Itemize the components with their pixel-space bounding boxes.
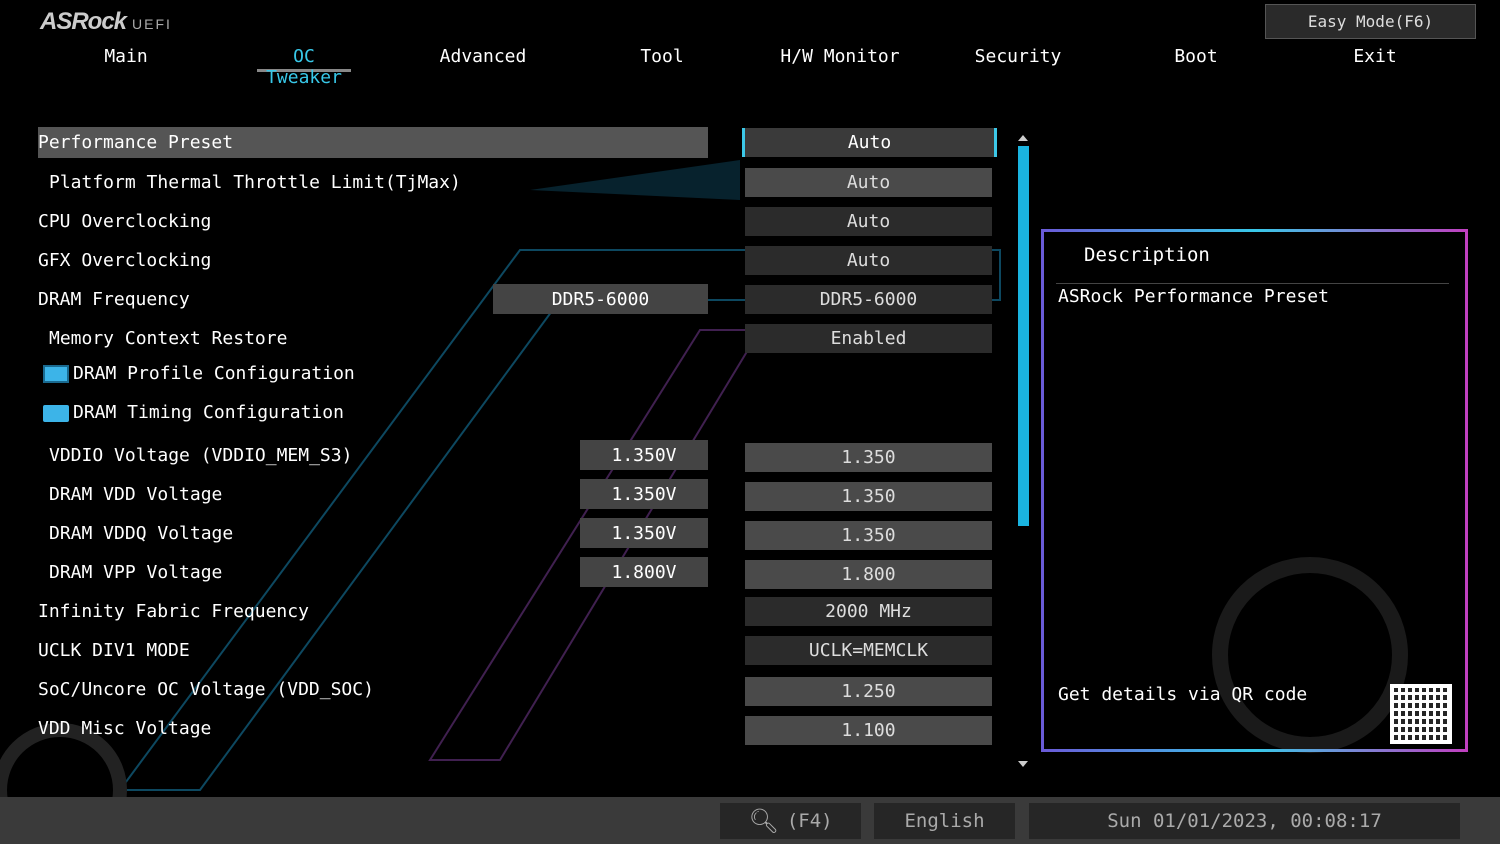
tab-oc-tweaker[interactable]: OC Tweaker: [257, 46, 351, 88]
memory-context-restore-value[interactable]: Enabled: [745, 324, 992, 353]
scroll-up-arrow[interactable]: [1018, 135, 1028, 141]
dram-vdd-current: 1.350V: [580, 479, 708, 509]
scroll-down-arrow[interactable]: [1018, 761, 1028, 767]
language-button[interactable]: English: [874, 803, 1015, 839]
setting-dram-frequency[interactable]: DRAM Frequency: [38, 289, 190, 310]
tjmax-value[interactable]: Auto: [745, 168, 992, 197]
setting-soc-voltage[interactable]: SoC/Uncore OC Voltage (VDD_SOC): [38, 679, 374, 700]
scrollbar-thumb[interactable]: [1018, 146, 1029, 526]
easy-mode-button[interactable]: Easy Mode(F6): [1265, 4, 1476, 39]
qr-hint: Get details via QR code: [1058, 684, 1308, 705]
tab-tool[interactable]: Tool: [640, 46, 684, 67]
infinity-fabric-value[interactable]: 2000 MHz: [745, 597, 992, 626]
description-panel: Description ASRock Performance Preset Ge…: [1041, 229, 1468, 752]
vdd-misc-value[interactable]: 1.100: [745, 716, 992, 745]
search-icon: 🔍︎: [748, 807, 779, 835]
submenu-dram-timing[interactable]: DRAM Timing Configuration: [38, 397, 708, 428]
soc-voltage-value[interactable]: 1.250: [745, 677, 992, 706]
tab-main[interactable]: Main: [104, 46, 148, 67]
dram-timing-label: DRAM Timing Configuration: [73, 402, 344, 423]
setting-uclk-div1-mode[interactable]: UCLK DIV1 MODE: [38, 640, 190, 661]
dram-frequency-value[interactable]: DDR5-6000: [745, 285, 992, 314]
tab-boot[interactable]: Boot: [1174, 46, 1218, 67]
uclk-div1-value[interactable]: UCLK=MEMCLK: [745, 636, 992, 665]
vddio-value[interactable]: 1.350: [745, 443, 992, 472]
dram-profile-label: DRAM Profile Configuration: [73, 363, 355, 384]
dram-vddq-value[interactable]: 1.350: [745, 521, 992, 550]
vddio-current: 1.350V: [580, 440, 708, 470]
dram-frequency-current: DDR5-6000: [493, 284, 708, 314]
datetime-display: Sun 01/01/2023, 00:08:17: [1029, 803, 1460, 839]
memory-module-icon: [43, 365, 69, 383]
performance-preset-value[interactable]: Auto: [742, 128, 997, 157]
search-button[interactable]: 🔍︎ (F4): [720, 803, 861, 839]
tab-exit[interactable]: Exit: [1353, 46, 1397, 67]
submenu-dram-profile[interactable]: DRAM Profile Configuration: [38, 358, 708, 389]
dram-vpp-current: 1.800V: [580, 557, 708, 587]
search-shortcut: (F4): [786, 810, 833, 832]
scrollbar[interactable]: [1017, 135, 1029, 767]
setting-memory-context-restore[interactable]: Memory Context Restore: [49, 328, 288, 349]
setting-dram-vddq-voltage[interactable]: DRAM VDDQ Voltage: [49, 523, 234, 544]
tab-advanced[interactable]: Advanced: [439, 46, 527, 67]
setting-dram-vdd-voltage[interactable]: DRAM VDD Voltage: [49, 484, 223, 505]
setting-infinity-fabric-frequency[interactable]: Infinity Fabric Frequency: [38, 601, 309, 622]
setting-cpu-overclocking[interactable]: CPU Overclocking: [38, 211, 212, 232]
setting-gfx-overclocking[interactable]: GFX Overclocking: [38, 250, 212, 271]
setting-vdd-misc-voltage[interactable]: VDD Misc Voltage: [38, 718, 212, 739]
qr-code-icon: [1390, 684, 1452, 744]
dram-vpp-value[interactable]: 1.800: [745, 560, 992, 589]
dram-vdd-value[interactable]: 1.350: [745, 482, 992, 511]
dram-vddq-current: 1.350V: [580, 518, 708, 548]
setting-dram-vpp-voltage[interactable]: DRAM VPP Voltage: [49, 562, 223, 583]
gfx-overclocking-value[interactable]: Auto: [745, 246, 992, 275]
description-title: Description: [1084, 244, 1210, 266]
setting-tjmax[interactable]: Platform Thermal Throttle Limit(TjMax): [49, 172, 461, 193]
tab-hw-monitor[interactable]: H/W Monitor: [780, 46, 900, 67]
setting-performance-preset[interactable]: Performance Preset: [38, 127, 708, 158]
tab-security[interactable]: Security: [974, 46, 1062, 67]
folder-icon: [43, 404, 69, 422]
description-text: ASRock Performance Preset: [1058, 286, 1329, 307]
cpu-overclocking-value[interactable]: Auto: [745, 207, 992, 236]
setting-vddio-voltage[interactable]: VDDIO Voltage (VDDIO_MEM_S3): [49, 445, 353, 466]
